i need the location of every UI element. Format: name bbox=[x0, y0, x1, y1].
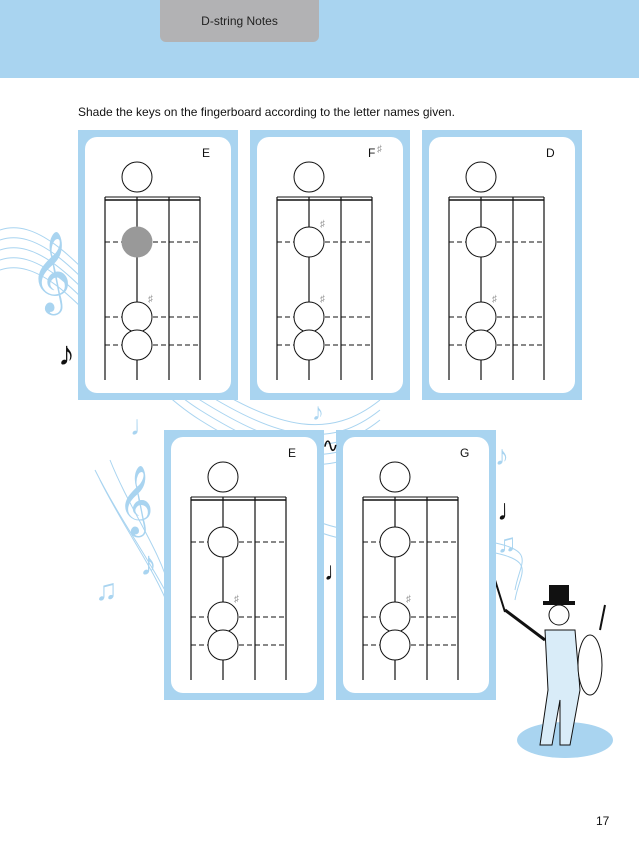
finger-key[interactable] bbox=[121, 226, 153, 258]
fingerboard-card-5: ♯G bbox=[336, 430, 496, 700]
note-letter: G bbox=[460, 446, 469, 460]
music-note-icon: ♪ bbox=[312, 399, 324, 426]
music-note-icon: ♪ bbox=[140, 545, 157, 583]
finger-key[interactable] bbox=[207, 601, 239, 633]
card-inner bbox=[257, 137, 403, 393]
finger-key[interactable] bbox=[121, 301, 153, 333]
music-note-icon: ♪ bbox=[495, 440, 509, 471]
fingerboard-card-4: ♯E bbox=[164, 430, 324, 700]
card-inner bbox=[171, 437, 317, 693]
finger-key[interactable] bbox=[379, 601, 411, 633]
finger-key[interactable] bbox=[379, 526, 411, 558]
treble-clef-icon: 𝄞 bbox=[118, 466, 153, 537]
finger-key[interactable] bbox=[121, 329, 153, 361]
open-string-key[interactable] bbox=[207, 461, 239, 493]
note-letter: E bbox=[202, 146, 210, 160]
finger-key[interactable] bbox=[293, 301, 325, 333]
finger-key[interactable] bbox=[293, 226, 325, 258]
sharp-hint: ♯ bbox=[406, 594, 411, 605]
note-letter: D bbox=[546, 146, 555, 160]
fingerboard-card-3: ♯D bbox=[422, 130, 582, 400]
open-string-key[interactable] bbox=[293, 161, 325, 193]
sharp-hint: ♯ bbox=[320, 294, 325, 305]
sharp-hint: ♯ bbox=[320, 219, 325, 230]
header-band: D-string Notes bbox=[0, 0, 639, 78]
card-inner bbox=[85, 137, 231, 393]
finger-key[interactable] bbox=[207, 526, 239, 558]
finger-key[interactable] bbox=[465, 226, 497, 258]
music-note-icon: ♪ bbox=[58, 335, 75, 373]
card-inner bbox=[429, 137, 575, 393]
fingerboard-card-2: ♯♯F♯ bbox=[250, 130, 410, 400]
music-note-icon: ♫ bbox=[95, 574, 118, 607]
card-inner bbox=[343, 437, 489, 693]
finger-key[interactable] bbox=[293, 329, 325, 361]
finger-key[interactable] bbox=[465, 329, 497, 361]
section-tab: D-string Notes bbox=[160, 0, 319, 42]
open-string-key[interactable] bbox=[379, 461, 411, 493]
finger-key[interactable] bbox=[207, 629, 239, 661]
sharp-hint: ♯ bbox=[234, 594, 239, 605]
instruction-text: Shade the keys on the fingerboard accord… bbox=[78, 105, 455, 119]
open-string-key[interactable] bbox=[465, 161, 497, 193]
music-note-icon: ♩ bbox=[130, 410, 158, 441]
finger-key[interactable] bbox=[465, 301, 497, 333]
sharp-hint: ♯ bbox=[492, 294, 497, 305]
note-letter: E bbox=[288, 446, 296, 460]
fingerboard-card-1: ♯E bbox=[78, 130, 238, 400]
treble-clef-icon: 𝄞 bbox=[30, 232, 71, 315]
sharp-hint: ♯ bbox=[148, 294, 153, 305]
page-number: 17 bbox=[596, 814, 610, 828]
sharp-sign: ♯ bbox=[377, 144, 382, 155]
note-letter: F bbox=[368, 146, 375, 160]
finger-key[interactable] bbox=[379, 629, 411, 661]
open-string-key[interactable] bbox=[121, 161, 153, 193]
conductor-illustration bbox=[494, 579, 613, 758]
